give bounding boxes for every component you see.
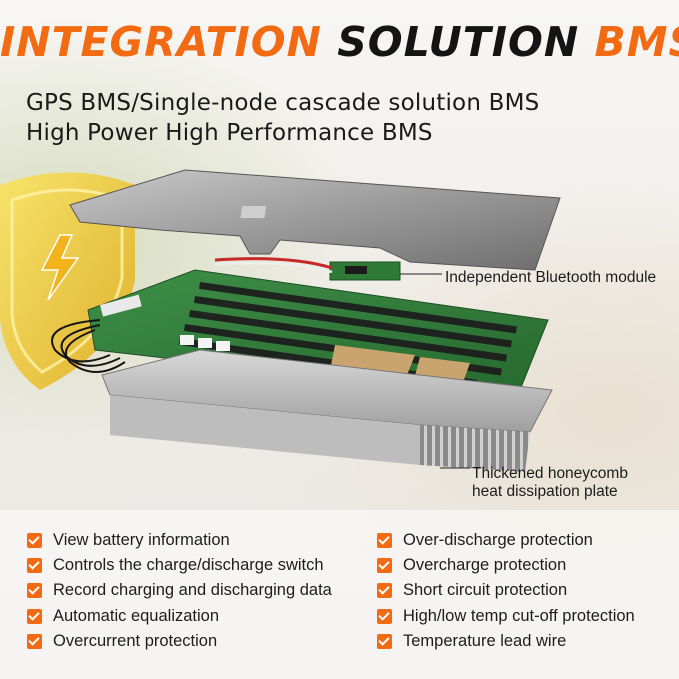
feature-label: Controls the charge/discharge switch — [53, 555, 324, 574]
feature-label: Temperature lead wire — [403, 631, 567, 650]
callout-heatsink: Thickened honeycomb heat dissipation pla… — [472, 465, 628, 501]
bluetooth-module — [329, 261, 401, 281]
feature-item: Overcurrent protection — [27, 630, 217, 652]
feature-label: Overcurrent protection — [53, 631, 218, 650]
feature-item: High/low temp cut-off protection — [377, 605, 635, 627]
callout-heatsink-line-1: Thickened honeycomb — [472, 465, 628, 482]
check-icon — [27, 582, 42, 598]
lightning-icon — [40, 234, 80, 301]
check-icon — [377, 633, 392, 649]
feature-item: Controls the charge/discharge switch — [27, 554, 324, 576]
check-icon — [377, 608, 392, 624]
check-icon — [27, 608, 42, 624]
check-icon — [377, 557, 392, 573]
features-panel: View battery information Controls the ch… — [0, 510, 679, 679]
feature-label: Over-discharge protection — [403, 530, 593, 549]
check-icon — [27, 532, 42, 548]
title-bms: BMS — [594, 18, 679, 66]
check-icon — [377, 582, 392, 598]
feature-label: View battery information — [53, 530, 230, 549]
top-cover — [69, 169, 561, 271]
heatsink-plate — [101, 349, 553, 472]
feature-item: Temperature lead wire — [377, 630, 566, 652]
feature-item: Automatic equalization — [27, 605, 219, 627]
subtitle-line-2: High Power High Performance BMS — [26, 120, 433, 146]
feature-label: Record charging and discharging data — [53, 580, 332, 599]
page-title: INTEGRATION SOLUTION BMS — [0, 18, 679, 66]
title-integration: INTEGRATION — [0, 18, 322, 66]
feature-item: Record charging and discharging data — [27, 579, 332, 601]
feature-item: View battery information — [27, 529, 230, 551]
feature-item: Short circuit protection — [377, 579, 567, 601]
subtitle-line-1: GPS BMS/Single-node cascade solution BMS — [26, 90, 540, 116]
bms-exploded-illustration — [0, 169, 561, 472]
callout-heatsink-line-2: heat dissipation plate — [472, 483, 618, 500]
feature-label: Short circuit protection — [403, 580, 568, 599]
callout-bluetooth: Independent Bluetooth module — [445, 269, 657, 286]
check-icon — [27, 633, 42, 649]
feature-label: High/low temp cut-off protection — [403, 606, 635, 625]
title-solution: SOLUTION — [337, 18, 580, 66]
check-icon — [27, 557, 42, 573]
feature-item: Overcharge protection — [377, 554, 566, 576]
feature-label: Overcharge protection — [403, 555, 567, 574]
check-icon — [377, 532, 392, 548]
feature-label: Automatic equalization — [53, 606, 220, 625]
feature-item: Over-discharge protection — [377, 529, 593, 551]
